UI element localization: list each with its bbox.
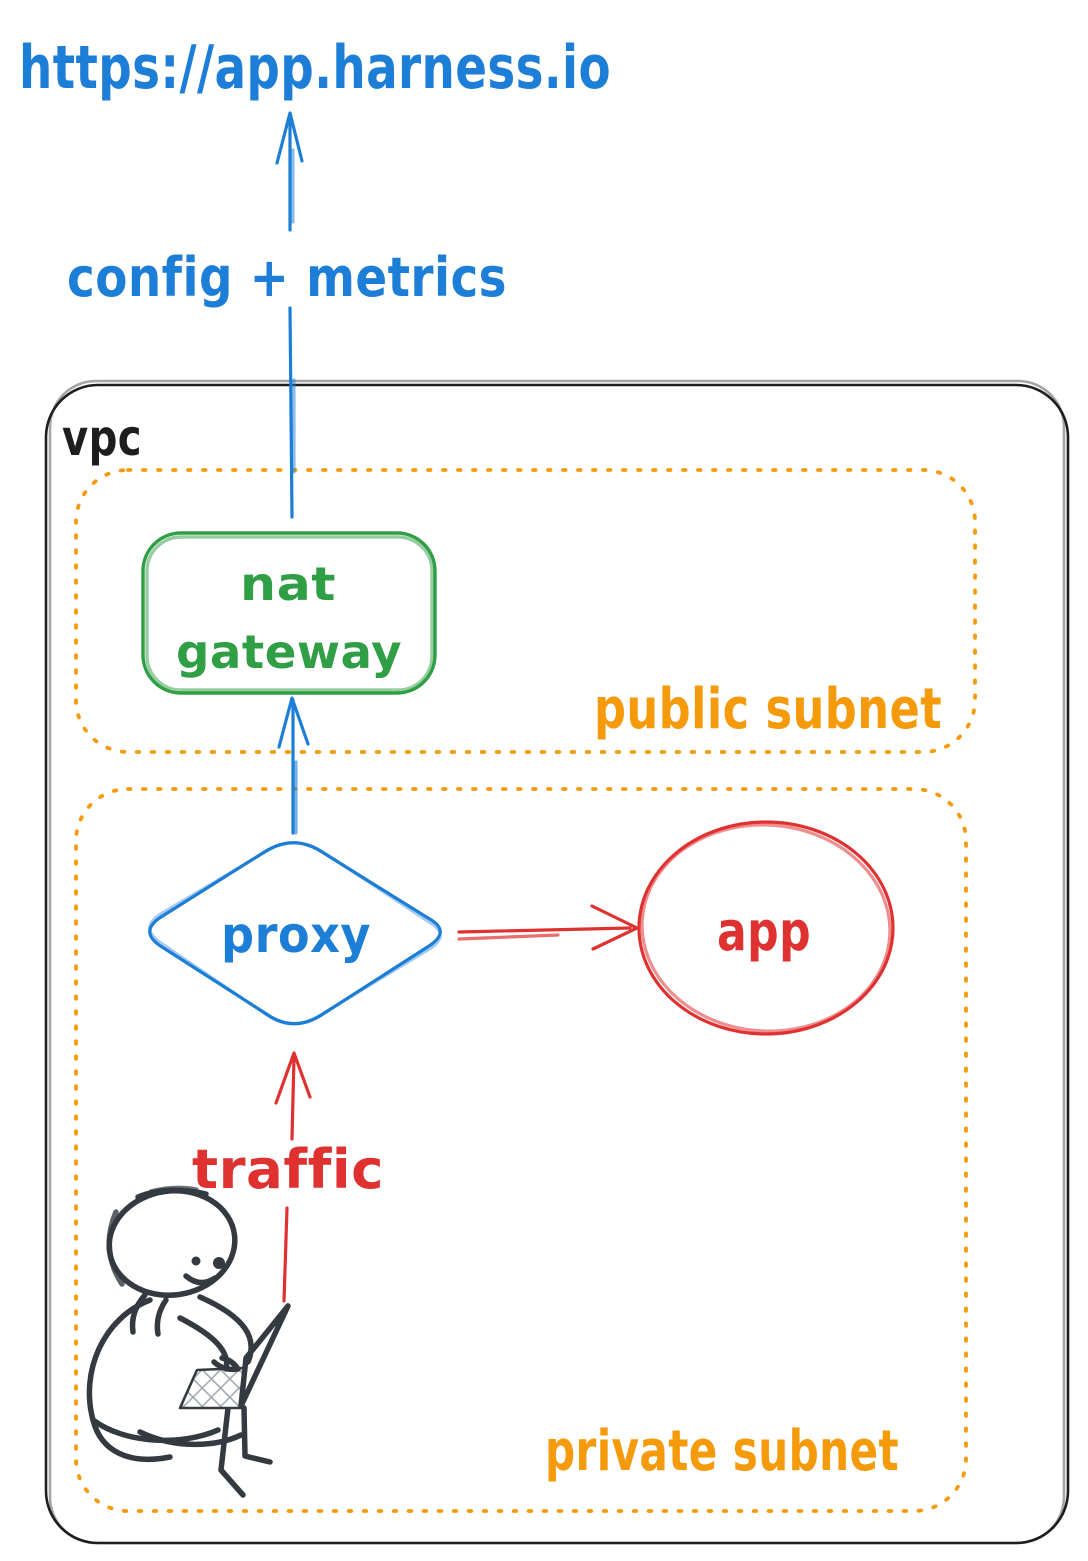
person-hand <box>211 1355 241 1373</box>
vpc-label: vpc <box>62 409 142 467</box>
public-subnet-border <box>74 468 977 754</box>
proxy-node: proxy <box>148 841 442 1026</box>
config-arrow-label: config + metrics <box>67 246 507 309</box>
app-label: app <box>717 900 811 963</box>
person-leg-left <box>218 1405 246 1498</box>
person-smile <box>183 1273 218 1286</box>
laptop-screen <box>238 1303 291 1409</box>
traffic-arrow-label: traffic <box>192 1138 384 1201</box>
person-leg-right <box>241 1405 273 1465</box>
proxy-to-app-arrow <box>457 904 639 951</box>
vpc-border-sketch-stroke <box>48 379 1066 1545</box>
proxy-diamond-sketch-stroke <box>148 841 442 1026</box>
app-circle-sketch-stroke <box>640 823 892 1033</box>
person-with-laptop-illustration <box>86 1185 291 1498</box>
nat-gateway-label-line2: gateway <box>176 625 402 679</box>
proxy-to-app-line-sketch <box>457 933 560 941</box>
arrowhead-up-icon <box>274 1051 312 1105</box>
person-thigh <box>137 1429 244 1448</box>
nat-gateway-box <box>141 531 437 695</box>
config-metrics-arrow: https://app.harness.io config + metrics <box>19 33 611 519</box>
app-node: app <box>637 820 895 1036</box>
traffic-line-upper <box>290 1055 296 1141</box>
arrowhead-up-icon <box>277 696 310 749</box>
public-subnet-container: public subnet <box>74 468 977 754</box>
nat-gateway-box-sketch-stroke <box>145 535 434 692</box>
external-url-label: https://app.harness.io <box>19 33 611 103</box>
nat-gateway-node: nat gateway <box>141 531 437 695</box>
person-eye <box>191 1256 201 1266</box>
config-arrow-line-lower <box>288 306 294 519</box>
private-subnet-container: private subnet <box>74 787 968 1513</box>
proxy-diamond <box>148 841 442 1026</box>
proxy-to-nat-arrow <box>277 696 310 835</box>
vpc-container: vpc <box>44 379 1070 1545</box>
person-hair-sketch-stroke <box>148 1185 199 1195</box>
nat-gateway-label-line1: nat <box>240 557 336 611</box>
private-subnet-border <box>74 787 968 1513</box>
proxy-to-app-line <box>457 926 632 934</box>
proxy-label: proxy <box>221 906 371 964</box>
arrowhead-up-icon <box>275 111 304 165</box>
laptop-keyboard <box>178 1366 246 1410</box>
arrowhead-right-icon <box>590 904 639 951</box>
person-head-sketch-stroke <box>106 1209 125 1287</box>
traffic-arrow: traffic <box>192 1051 384 1303</box>
person-neck-front <box>154 1297 169 1337</box>
person-neck-back <box>129 1292 148 1335</box>
app-circle <box>637 820 895 1036</box>
person-arm-lower <box>177 1315 230 1372</box>
person-ear <box>213 1257 225 1269</box>
traffic-line-lower <box>282 1206 289 1303</box>
vpc-border <box>44 383 1070 1545</box>
private-subnet-label: private subnet <box>545 1419 899 1484</box>
public-subnet-label: public subnet <box>594 677 942 742</box>
